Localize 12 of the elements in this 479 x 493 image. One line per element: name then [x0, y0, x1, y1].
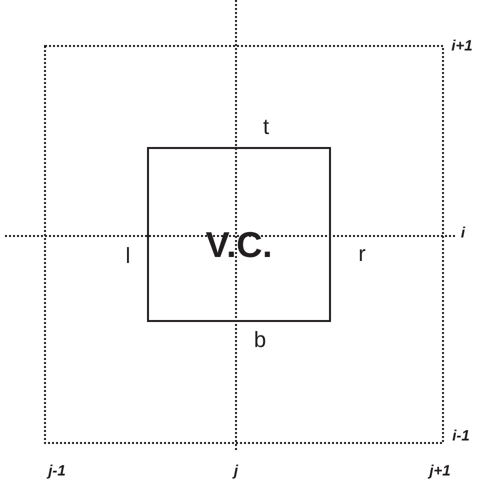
- volume-label: V.C.: [206, 226, 272, 263]
- face-label: r: [358, 243, 366, 265]
- grid-index: i-1: [452, 428, 470, 444]
- face-label: t: [262, 116, 270, 138]
- face-label: l: [126, 245, 130, 267]
- grid-index: j-1: [48, 464, 66, 478]
- grid-index: j: [234, 464, 238, 478]
- grid-index: i: [460, 226, 466, 240]
- grid-index: i+1: [451, 38, 473, 54]
- grid-index: j+1: [429, 464, 451, 478]
- face-label: b: [254, 329, 266, 351]
- control-volume-box: [147, 147, 331, 322]
